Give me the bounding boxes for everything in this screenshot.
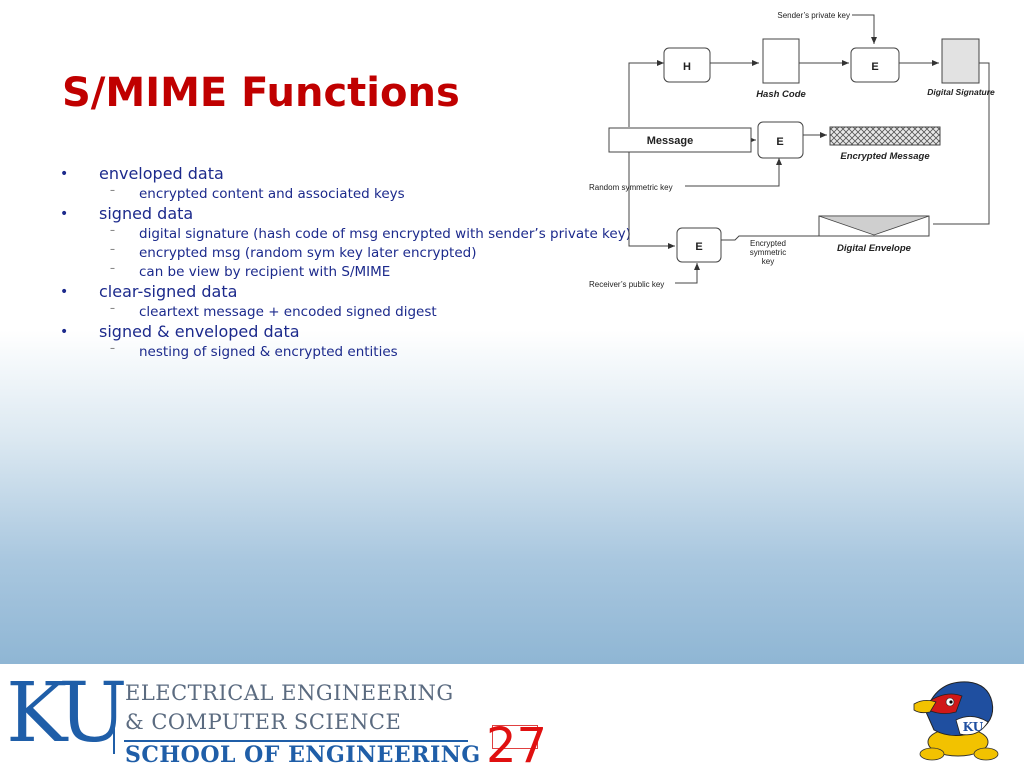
slide-background	[0, 0, 1024, 664]
digital-signature-label: Digital Signature	[927, 87, 995, 97]
logo-divider	[113, 682, 115, 754]
bullet-list: • enveloped data – encrypted content and…	[60, 164, 660, 362]
hash-code-label: Hash Code	[756, 89, 806, 100]
page-number: 27	[486, 718, 548, 774]
receivers-public-key-label: Receiver’s public key	[589, 280, 664, 289]
message-label: Message	[647, 135, 693, 147]
mascot-ku-text: KU	[963, 720, 984, 734]
encrypt-box-key	[676, 227, 722, 263]
encrypt-box-signature	[850, 47, 900, 83]
slide-title: S/MIME Functions	[62, 70, 460, 116]
encrypted-key-label-2: symmetric	[750, 248, 786, 257]
dash-mark: –	[110, 185, 115, 196]
bullet-signed-data: • signed data – digital signature (hash …	[60, 204, 660, 282]
department-line-1: ELECTRICAL ENGINEERING	[125, 681, 454, 705]
school-name: SCHOOL OF ENGINEERING	[125, 742, 481, 768]
dash-mark: –	[110, 303, 115, 314]
encrypted-message-label: Encrypted Message	[840, 151, 930, 162]
bullet-text: enveloped data	[99, 164, 224, 183]
footer	[0, 664, 1024, 768]
sub-bullet-text: digital signature (hash code of msg encr…	[139, 226, 631, 242]
sub-bullet: – cleartext message + encoded signed dig…	[60, 303, 660, 322]
encrypted-key-label-1: Encrypted	[750, 239, 786, 248]
jayhawk-mascot-icon: KU	[913, 681, 999, 761]
bullet-enveloped-data: • enveloped data – encrypted content and…	[60, 164, 660, 204]
bullet-text: clear-signed data	[99, 282, 238, 301]
bullet-mark: •	[60, 284, 69, 300]
sub-bullet-text: nesting of signed & encrypted entities	[139, 344, 398, 360]
senders-private-key-label: Sender’s private key	[777, 11, 850, 20]
encrypt-label: E	[776, 136, 783, 148]
dash-mark: –	[110, 244, 115, 255]
encrypt-box-message	[757, 121, 804, 159]
dash-mark: –	[110, 343, 115, 354]
random-symmetric-key-label: Random symmetric key	[589, 183, 673, 192]
bullet-mark: •	[60, 166, 69, 182]
bullet-clear-signed-data: • clear-signed data – cleartext message …	[60, 282, 660, 322]
message-box	[608, 127, 752, 153]
sub-bullet: – can be view by recipient with S/MIME	[60, 263, 660, 282]
encrypt-label: E	[695, 241, 702, 253]
hash-function-box	[663, 47, 711, 83]
sub-bullet: – nesting of signed & encrypted entities	[60, 343, 660, 362]
sub-bullet-text: encrypted content and associated keys	[139, 186, 405, 202]
smime-diagram: H Hash Code E Sender’s private key Digit…	[589, 11, 995, 289]
digital-signature-box	[941, 38, 980, 84]
dash-mark: –	[110, 225, 115, 236]
encrypt-label: E	[871, 61, 878, 73]
sub-bullet: – encrypted content and associated keys	[60, 185, 660, 204]
hash-code-box	[762, 38, 800, 84]
bullet-mark: •	[60, 324, 69, 340]
sub-bullet-text: can be view by recipient with S/MIME	[139, 264, 391, 280]
bullet-text: signed data	[99, 204, 194, 223]
sub-bullet: – digital signature (hash code of msg en…	[60, 225, 660, 244]
department-rule	[124, 740, 468, 742]
digital-envelope-label: Digital Envelope	[837, 243, 912, 254]
encrypted-message-box	[829, 126, 941, 146]
dash-mark: –	[110, 263, 115, 274]
page-number-box	[492, 725, 538, 749]
hash-function-label: H	[683, 61, 691, 73]
bullet-mark: •	[60, 206, 69, 222]
ku-logo: KU	[6, 666, 127, 761]
department-line-2: & COMPUTER SCIENCE	[125, 710, 402, 734]
encrypted-key-label-3: key	[762, 257, 774, 266]
envelope-flap	[818, 215, 930, 236]
bullet-text: signed & enveloped data	[99, 322, 300, 341]
sub-bullet-text: encrypted msg (random sym key later encr…	[139, 245, 477, 261]
sub-bullet: – encrypted msg (random sym key later en…	[60, 244, 660, 263]
sub-bullet-text: cleartext message + encoded signed diges…	[139, 304, 437, 320]
bullet-signed-enveloped-data: • signed & enveloped data – nesting of s…	[60, 322, 660, 362]
